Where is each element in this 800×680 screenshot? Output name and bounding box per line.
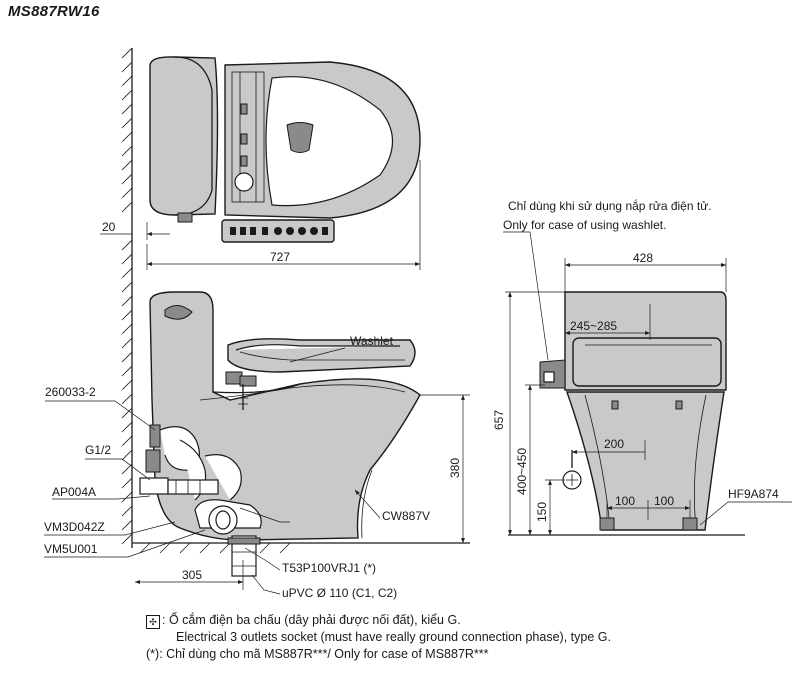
dim-rough-in: 305 xyxy=(135,560,244,590)
dim-total-height-label: 657 xyxy=(492,410,506,430)
dim-wall-gap: 20 xyxy=(100,220,170,240)
dim-height-label: 380 xyxy=(448,458,462,478)
dim-supply-offset: 200 xyxy=(572,437,646,460)
dim-supply-range: 400~450 xyxy=(515,384,545,535)
callout-thread: G1/2 xyxy=(85,443,111,457)
dim-width: 428 xyxy=(564,251,727,292)
dim-length: 727 xyxy=(146,160,421,270)
callout-adapter: T53P100VRJ1 (*) xyxy=(282,561,376,575)
dim-supply-height: 150 xyxy=(535,479,565,535)
dim-rough-in-label: 305 xyxy=(182,568,202,582)
label-bowl: CW887V xyxy=(382,509,430,523)
footnotes: ✣: Ổ cắm điện ba chấu (dây phải được nối… xyxy=(146,612,611,663)
drain-assembly xyxy=(194,499,290,577)
footnote-asterisk: (*): Chỉ dùng cho mã MS887R***/ Only for… xyxy=(146,647,489,661)
side-view: Washlet CW887V 260033-2 G1/2 AP004A VM3D… xyxy=(44,291,470,600)
supply-assembly xyxy=(139,424,242,501)
wall xyxy=(121,47,133,548)
dim-supply-range-label: 400~450 xyxy=(515,448,529,495)
dim-wall-gap-label: 20 xyxy=(102,220,116,234)
footnote-socket-vi: ✣: Ổ cắm điện ba chấu (dây phải được nối… xyxy=(146,612,611,629)
dim-supply-height-label: 150 xyxy=(535,502,549,522)
callout-drain: uPVC Ø 110 (C1, C2) xyxy=(282,586,397,600)
dim-total-height: 657 xyxy=(492,291,565,535)
callout-pipe: VM3D042Z xyxy=(44,520,105,534)
dim-seat-range: 245~285 xyxy=(565,304,651,340)
front-view: Chỉ dùng khi sử dụng nắp rửa điện tử. On… xyxy=(492,198,792,536)
callout-hose: AP004A xyxy=(52,485,96,499)
top-view: 20 727 xyxy=(100,56,421,270)
callout-bolt: HF9A874 xyxy=(728,487,779,501)
dim-seat-range-label: 245~285 xyxy=(570,319,617,333)
label-washlet: Washlet xyxy=(350,334,394,348)
dim-bolt-spacing: 100 100 xyxy=(606,494,691,520)
model-title: MS887RW16 xyxy=(8,3,100,20)
dim-height: 380 xyxy=(420,394,470,543)
dim-bolt-right-label: 100 xyxy=(654,494,674,508)
dim-length-label: 727 xyxy=(270,250,290,264)
technical-drawing: 20 727 xyxy=(44,47,792,600)
dim-width-label: 428 xyxy=(633,251,653,265)
callout-valve: 260033-2 xyxy=(45,385,96,399)
note-washlet-en: Only for case of using washlet. xyxy=(503,218,666,232)
outlet-icon: ✣ xyxy=(146,615,160,629)
footnote-socket-en: Electrical 3 outlets socket (must have r… xyxy=(176,630,611,644)
note-washlet-vi: Chỉ dùng khi sử dụng nắp rửa điện tử. xyxy=(508,198,712,213)
dim-bolt-left-label: 100 xyxy=(615,494,635,508)
dim-supply-offset-label: 200 xyxy=(604,437,624,451)
callout-flange: VM5U001 xyxy=(44,542,98,556)
